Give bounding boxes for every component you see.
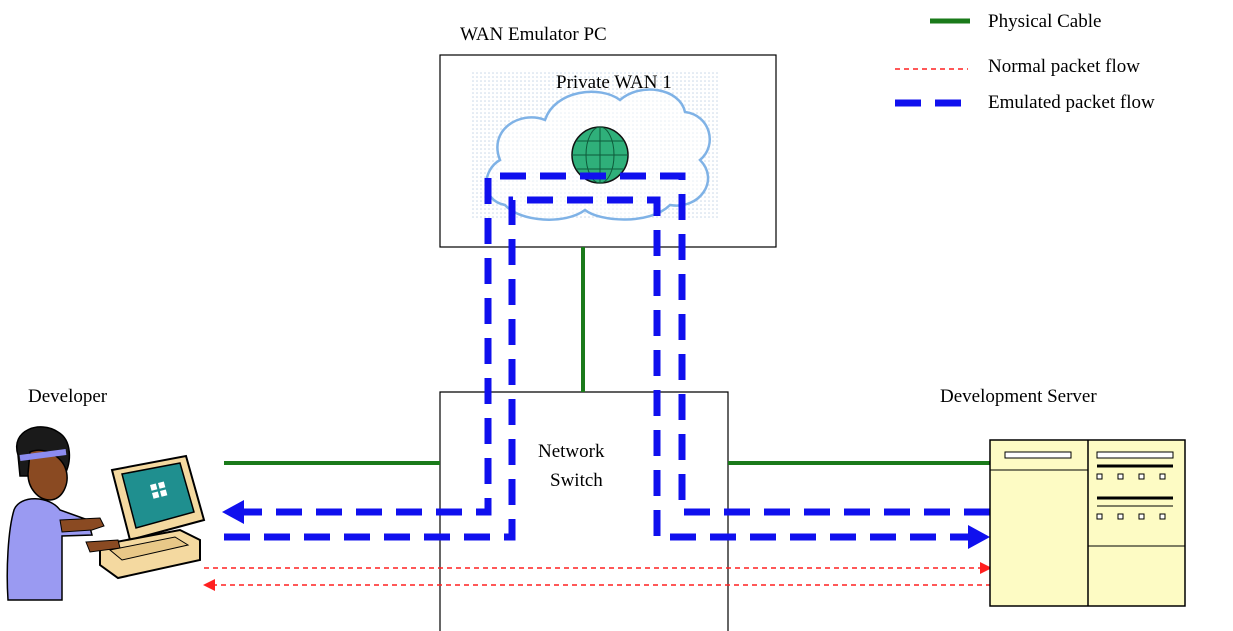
legend-item-physical-cable: Physical Cable: [930, 11, 1101, 32]
emulated-arrowhead-left: [222, 500, 244, 524]
development-server: Development Server: [940, 386, 1186, 607]
emulated-arrowhead-right: [968, 525, 990, 549]
network-switch-label-line2: Switch: [550, 470, 603, 491]
globe-icon: [571, 126, 629, 184]
legend-item-emulated-flow: Emulated packet flow: [895, 92, 1155, 113]
emulated-flow-to-developer: [228, 172, 990, 516]
developer-person-icon: [6, 426, 121, 601]
developer-computer-icon: [99, 454, 206, 580]
legend-label-physical-cable: Physical Cable: [988, 11, 1101, 32]
legend: Physical Cable Normal packet flow Emulat…: [895, 11, 1155, 113]
network-switch-label-line1: Network: [538, 441, 605, 462]
normal-arrowhead-left: [203, 579, 215, 591]
development-server-label: Development Server: [940, 386, 1097, 407]
legend-label-normal-flow: Normal packet flow: [988, 56, 1140, 77]
legend-item-normal-flow: Normal packet flow: [895, 56, 1140, 77]
emulated-packet-flow: [224, 172, 990, 541]
wan-emulator-pc-title: WAN Emulator PC: [460, 24, 607, 45]
legend-label-emulated-flow: Emulated packet flow: [988, 92, 1155, 113]
normal-arrowhead-right: [980, 562, 992, 574]
server-icon: [989, 439, 1186, 607]
emulated-flow-to-server: [224, 196, 978, 541]
developer-label: Developer: [28, 386, 108, 407]
private-wan-label: Private WAN 1: [556, 72, 672, 93]
developer: Developer: [6, 386, 206, 601]
physical-cables: [224, 247, 990, 465]
wan-emulator-pc: WAN Emulator PC Private WAN 1: [439, 24, 777, 248]
normal-packet-flow: [204, 567, 992, 586]
